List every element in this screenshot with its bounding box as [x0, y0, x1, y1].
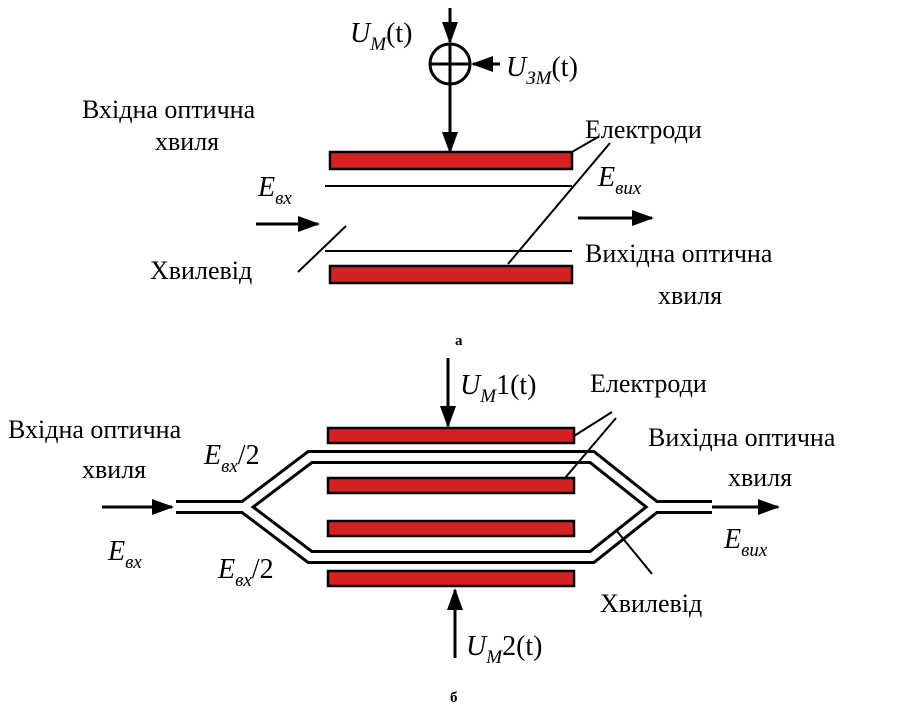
waveguide-leader-b [615, 529, 653, 575]
mzi-waveguide [176, 450, 712, 564]
output-wave-label-b-line1: Вихідна оптична [648, 423, 836, 452]
waveguide-leader [297, 225, 347, 273]
summing-node-icon [428, 42, 472, 86]
half-upper-label: Eвх/2 [203, 440, 260, 477]
caption-a: а [455, 333, 463, 349]
half-lower-label: Eвх/2 [217, 554, 274, 591]
input-wave-label-line1: Вхідна оптична [82, 95, 256, 124]
electrode-b3 [326, 519, 576, 538]
electrode-leader-top [571, 136, 599, 153]
eout-label-b: Eвих [723, 524, 768, 561]
electrodes-label: Електроди [585, 115, 702, 144]
electrode-b1 [326, 426, 576, 445]
electrode-bottom [328, 264, 574, 285]
input-wave-label-b-line2: хвиля [82, 455, 146, 484]
electrodes-leader-1 [573, 411, 613, 437]
eout-label: Eвих [597, 162, 642, 199]
waveguide-label-b: Хвилевід [600, 589, 702, 618]
uzm-label: UЗМ(t) [506, 52, 578, 89]
electrode-top [328, 150, 574, 171]
electrode-b4 [326, 569, 576, 588]
um1-label: UM1(t) [460, 370, 537, 407]
um-label: UM(t) [350, 18, 413, 55]
electrode-leader-bottom [507, 142, 611, 265]
diagram-b: UM1(t) UM2(t) Вхідна оптична хвиля Елект… [8, 358, 836, 706]
diagram-a: UM(t) UЗМ(t) Вхідна оптична хвиля Електр… [82, 8, 773, 349]
output-wave-label-b-line2: хвиля [728, 463, 792, 492]
output-wave-label-line2: хвиля [658, 281, 722, 310]
input-wave-label-b-line1: Вхідна оптична [8, 415, 182, 444]
input-wave-label-line2: хвиля [155, 127, 219, 156]
ein-label: Eвх [257, 172, 292, 209]
caption-b: б [450, 690, 458, 706]
waveguide-label: Хвилевід [150, 256, 252, 285]
um2-label: UM2(t) [466, 631, 543, 668]
electrode-b2 [326, 476, 576, 495]
electrodes-label-b: Електроди [590, 369, 707, 398]
electrodes-leader-2 [564, 417, 617, 479]
output-wave-label-line1: Вихідна оптична [585, 239, 773, 268]
ein-label-b: Eвх [107, 536, 142, 573]
